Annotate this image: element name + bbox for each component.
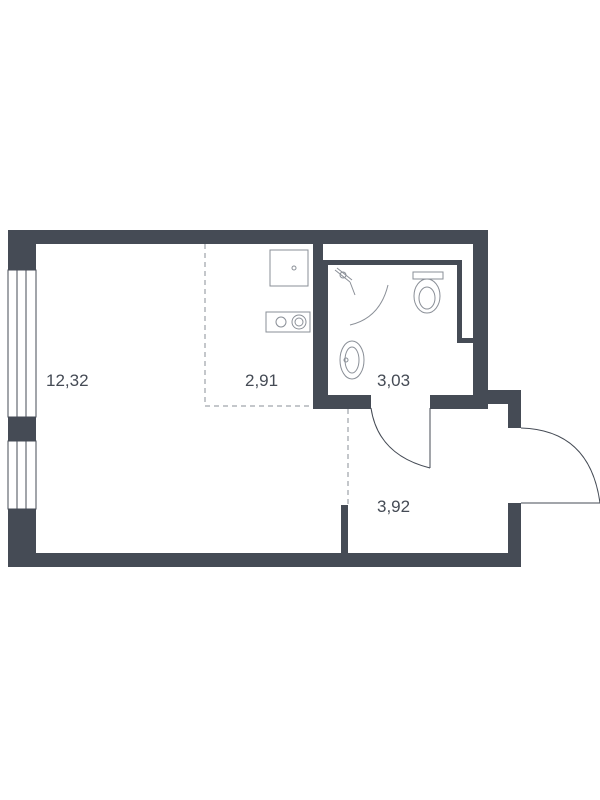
room-area-kitchen: 2,91 (245, 371, 278, 390)
bathroom-door-swing (370, 407, 431, 469)
entrance-door-swing (520, 427, 600, 504)
kitchen-fixtures (265, 249, 311, 333)
bathroom-wall-inner-bottom (323, 395, 371, 400)
bathroom-wall-inner-right (457, 260, 462, 340)
wall-right-door-jamb-bottom (508, 503, 521, 567)
toilet-tank-icon (412, 271, 444, 280)
window-frame-upper (7, 269, 37, 418)
shower-curtain-arc (349, 284, 389, 326)
wall-right-upper (473, 230, 488, 405)
walls (8, 230, 521, 567)
bathroom-wall-inner-top (323, 260, 460, 265)
toilet-icon (413, 278, 441, 314)
wall-left-top (8, 230, 36, 270)
room-area-studio: 12,32 (46, 371, 89, 390)
bathroom-wall-inner-left (323, 260, 328, 400)
bathroom-wall-left (313, 230, 323, 405)
windows (7, 269, 37, 510)
kitchen-zone-boundary (204, 244, 313, 407)
wall-top (8, 230, 488, 244)
hallway-partition-stub (341, 505, 348, 555)
washbasin-icon (339, 340, 365, 380)
bathroom-wall-inner-notch (457, 338, 475, 343)
room-area-bathroom: 3,03 (377, 371, 410, 390)
kitchen-sink-icon (269, 249, 309, 287)
wall-bottom (8, 553, 521, 567)
room-area-hallway: 3,92 (377, 497, 410, 516)
bathroom-fixtures (334, 267, 444, 380)
wall-left-bottom (8, 509, 36, 567)
window-frame-lower (7, 440, 37, 510)
doors (370, 407, 600, 504)
wall-left-middle (8, 417, 36, 441)
cooktop-icon (265, 311, 311, 333)
bathroom-wall-inner-bottom-right (430, 395, 475, 400)
wall-right-door-jamb-top (508, 390, 521, 428)
shower-icon (334, 267, 353, 283)
